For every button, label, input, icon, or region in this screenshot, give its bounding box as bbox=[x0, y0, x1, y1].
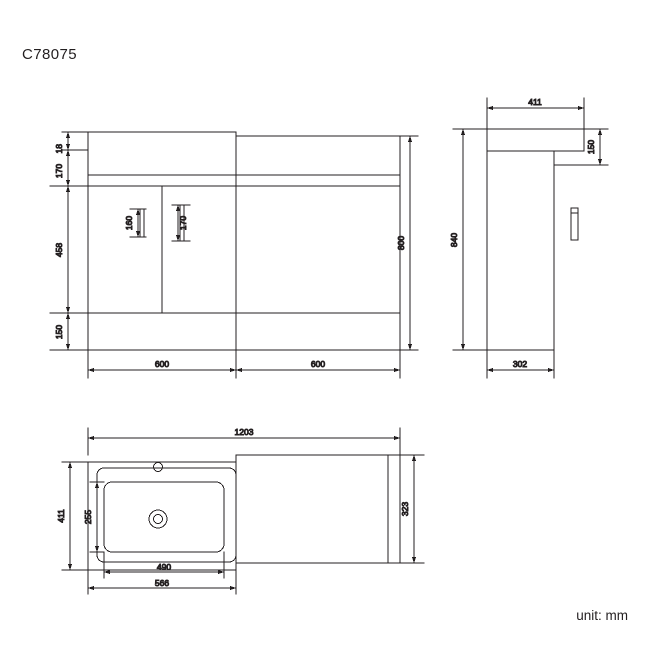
dim-top-323: 323 bbox=[400, 502, 410, 516]
side-elevation-arrows bbox=[460, 105, 603, 373]
front-elevation-dimension-lines bbox=[49, 131, 419, 379]
top-plan-arrows bbox=[67, 435, 417, 591]
dim-front-458: 458 bbox=[54, 243, 64, 257]
top-plan-geometry bbox=[87, 454, 401, 571]
dim-front-600-right: 600 bbox=[311, 359, 325, 369]
dim-side-840: 840 bbox=[449, 233, 459, 247]
unit-note: unit: mm bbox=[576, 608, 628, 623]
dim-side-150: 150 bbox=[586, 140, 596, 154]
top-plan-dimension-lines bbox=[61, 427, 425, 595]
dim-front-800: 800 bbox=[396, 236, 406, 250]
dim-top-255: 255 bbox=[83, 510, 93, 524]
dim-side-302: 302 bbox=[513, 359, 527, 369]
front-elevation-arrows bbox=[65, 132, 413, 373]
dim-top-411: 411 bbox=[56, 509, 66, 523]
dim-front-600-left: 600 bbox=[155, 359, 169, 369]
dim-top-566: 566 bbox=[155, 578, 169, 588]
side-elevation-dimension-lines bbox=[452, 97, 609, 379]
side-elevation-geometry bbox=[486, 128, 585, 351]
dim-side-411: 411 bbox=[528, 97, 542, 107]
dim-top-1203: 1203 bbox=[235, 427, 254, 437]
page-title: C78075 bbox=[22, 46, 77, 63]
dim-front-door-160: 160 bbox=[124, 216, 134, 230]
dim-front-18: 18 bbox=[54, 144, 64, 154]
dim-front-150: 150 bbox=[54, 325, 64, 339]
dim-top-490: 490 bbox=[157, 562, 171, 572]
dim-front-170: 170 bbox=[54, 164, 64, 178]
front-elevation-geometry bbox=[87, 131, 401, 351]
dim-front-door-170: 170 bbox=[178, 216, 188, 230]
